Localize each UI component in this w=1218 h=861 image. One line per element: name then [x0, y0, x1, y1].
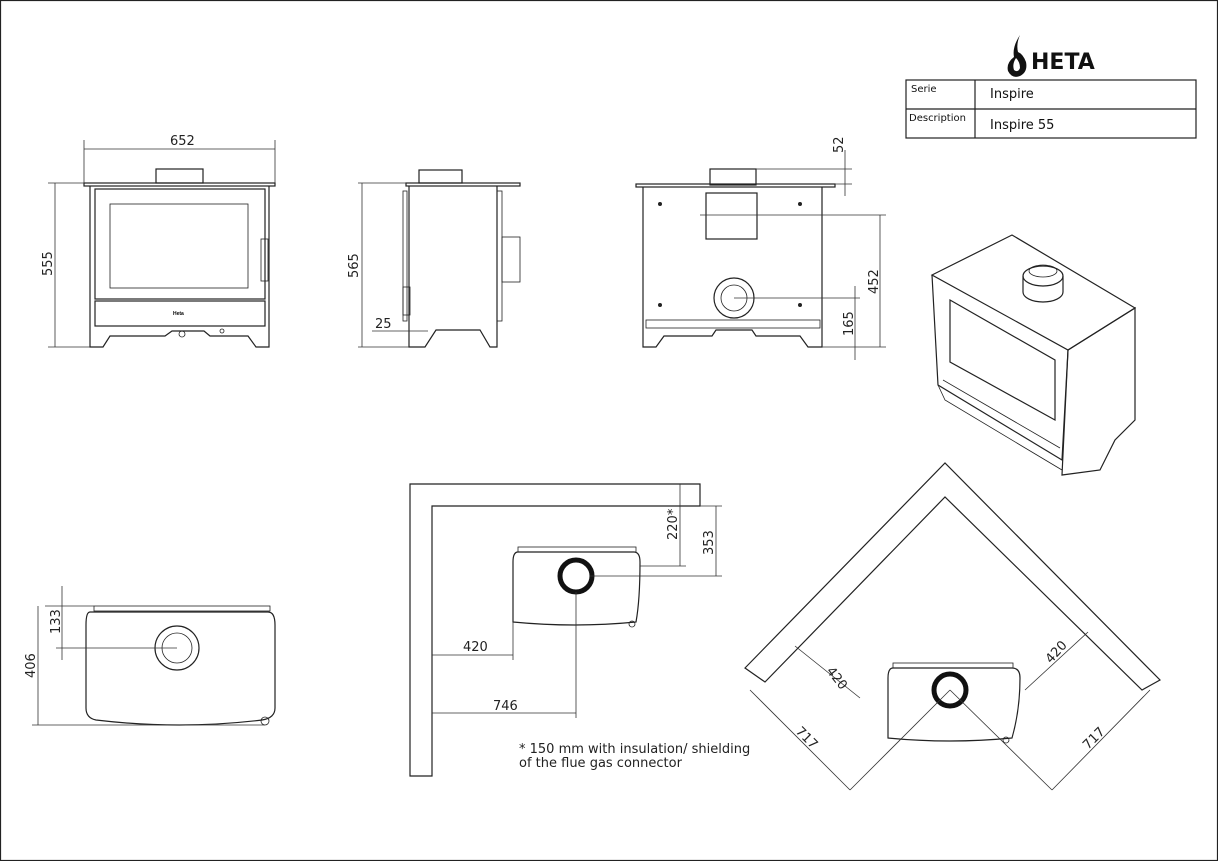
front-view: Heta 652 555 [41, 134, 276, 348]
dim-outlet-height: 452 [867, 269, 882, 294]
dim-flue-depth: 133 [49, 609, 64, 634]
logo-text: HETA [1031, 50, 1095, 75]
dim-width: 652 [170, 134, 195, 149]
description-label: Description [909, 113, 966, 124]
dim-corner-right-total: 717 [1080, 725, 1108, 753]
description-value: Inspire 55 [990, 118, 1054, 133]
dim-rear-total: 353 [702, 530, 717, 555]
perspective-view [930, 234, 1137, 476]
dim-corner-left-total: 717 [792, 724, 820, 752]
dim-depth: 406 [24, 653, 39, 678]
dim-height: 555 [41, 251, 56, 276]
heta-logo: HETA [1007, 35, 1095, 77]
serie-value: Inspire [990, 87, 1034, 102]
dim-side: 420 [463, 640, 488, 655]
dim-side-offset: 25 [375, 317, 392, 332]
back-view: 52 452 165 [635, 136, 886, 360]
title-block: Serie Inspire Description Inspire 55 [905, 79, 1197, 139]
corner-clearance-view: 420 420 717 717 [744, 462, 1161, 791]
front-badge: Heta [173, 311, 184, 317]
dim-rear-flue: 220* [666, 508, 681, 540]
dim-top-offset: 52 [832, 136, 847, 153]
dim-side-height: 565 [347, 253, 362, 278]
note-line-2: of the flue gas connector [519, 756, 683, 771]
dim-lower-outlet: 165 [842, 311, 857, 336]
dim-corner-right: 420 [1043, 638, 1071, 666]
note-line-1: * 150 mm with insulation/ shielding [519, 742, 750, 757]
dim-corner-left: 420 [823, 664, 850, 693]
top-view: 133 406 [24, 586, 276, 726]
side-view: 565 25 [347, 169, 521, 348]
wall-clearance-view: 220* 353 420 746 * 150 mm with insulatio… [409, 483, 750, 777]
serie-label: Serie [911, 84, 937, 95]
dim-side-total: 746 [493, 699, 518, 714]
